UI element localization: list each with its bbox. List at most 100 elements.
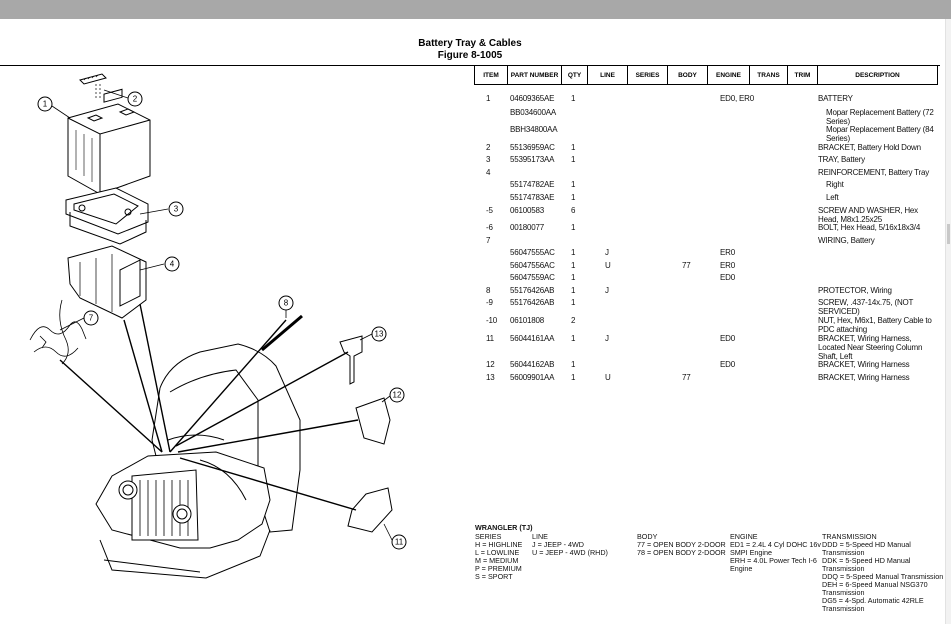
row-description: Mopar Replacement Battery (72 Series) xyxy=(826,108,934,126)
callout-1 xyxy=(37,96,53,112)
row-description: TRAY, Battery xyxy=(818,155,865,164)
figure-number: Figure 8-1005 xyxy=(437,50,503,61)
row-qty: 1 xyxy=(571,193,576,202)
row-part-number: 55136959AC xyxy=(510,143,555,152)
row-item: 3 xyxy=(486,155,491,164)
callout-11 xyxy=(391,534,407,550)
row-qty: 1 xyxy=(571,273,576,282)
row-item: 8 xyxy=(486,286,491,295)
row-description: SCREW AND WASHER, Hex Head, M8x1.25x25 xyxy=(818,206,918,224)
column-header: BODY xyxy=(668,66,708,85)
row-line: U xyxy=(605,261,611,270)
row-description: NUT, Hex, M6x1, Battery Cable to PDC att… xyxy=(818,316,932,334)
bracket-11-drawing xyxy=(347,487,393,533)
row-description: BOLT, Hex Head, 5/16x18x3/4 xyxy=(818,223,921,232)
row-engine: ER0 xyxy=(720,261,735,270)
callout-3 xyxy=(168,201,184,217)
row-qty: 6 xyxy=(571,206,576,215)
row-line: J xyxy=(605,286,609,295)
row-item: 7 xyxy=(486,236,491,245)
row-item: -10 xyxy=(486,316,497,325)
callout-label: 3 xyxy=(174,205,179,214)
row-description: BRACKET, Wiring Harness, Located Near St… xyxy=(818,334,923,361)
battery-wiring-drawing xyxy=(29,299,87,365)
callout-4 xyxy=(164,256,180,272)
row-description: Right xyxy=(826,180,844,189)
page-title: Battery Tray & Cables xyxy=(418,38,522,49)
battery-tray-drawing xyxy=(65,187,149,245)
row-item: -9 xyxy=(486,298,493,307)
row-body: 77 xyxy=(682,261,691,270)
callout-8 xyxy=(278,295,294,311)
column-header: TRANS xyxy=(750,66,788,85)
row-line: J xyxy=(605,248,609,257)
column-header: PART NUMBER xyxy=(508,66,562,85)
row-engine: ER0 xyxy=(720,248,735,257)
viewer-top-bar xyxy=(0,0,951,19)
row-part-number: 55174782AE xyxy=(510,180,555,189)
row-part-number: 06100583 xyxy=(510,206,544,215)
row-item: 1 xyxy=(486,94,491,103)
row-description: BRACKET, Wiring Harness xyxy=(818,373,910,382)
row-description: SCREW, .437-14x.75, (NOT SERVICED) xyxy=(818,298,914,316)
column-header: ENGINE xyxy=(708,66,750,85)
column-header: SERIES xyxy=(628,66,668,85)
row-part-number: 56044162AB xyxy=(510,360,555,369)
callout-label: 2 xyxy=(133,95,138,104)
column-header: QTY xyxy=(562,66,588,85)
row-qty: 1 xyxy=(571,94,576,103)
row-engine: ED0 xyxy=(720,334,735,343)
exploded-parts-diagram: 1 2 3 4 7 8 13 12 11 xyxy=(29,73,407,579)
row-item: 4 xyxy=(486,168,491,177)
row-qty: 1 xyxy=(571,261,576,270)
title-divider xyxy=(0,65,940,66)
vertical-scrollbar[interactable] xyxy=(945,19,951,624)
column-header: DESCRIPTION xyxy=(818,66,938,85)
row-qty: 1 xyxy=(571,248,576,257)
row-part-number: 56009901AA xyxy=(510,373,555,382)
column-header: TRIM xyxy=(788,66,818,85)
row-item: 2 xyxy=(486,143,491,152)
row-line: J xyxy=(605,334,609,343)
callout-label: 11 xyxy=(395,538,404,547)
leader-lines xyxy=(59,303,359,511)
hold-down-bracket-drawing xyxy=(79,73,107,98)
bracket-12-drawing xyxy=(355,397,391,445)
callout-12 xyxy=(389,387,405,403)
row-part-number: 55176426AB xyxy=(510,286,555,295)
row-qty: 1 xyxy=(571,180,576,189)
row-part-number: 00180077 xyxy=(510,223,544,232)
jeep-body-drawing xyxy=(95,343,301,579)
row-part-number: 06101808 xyxy=(510,316,544,325)
row-engine: ED0 xyxy=(720,360,735,369)
column-header: LINE xyxy=(588,66,628,85)
row-qty: 1 xyxy=(571,143,576,152)
row-part-number: BB034600AA xyxy=(510,108,557,117)
row-qty: 1 xyxy=(571,360,576,369)
row-description: WIRING, Battery xyxy=(818,236,875,245)
row-part-number: 55176426AB xyxy=(510,298,555,307)
row-part-number: 56047556AC xyxy=(510,261,555,270)
callout-label: 7 xyxy=(89,314,94,323)
callout-label: 8 xyxy=(284,299,289,308)
callout-label: 12 xyxy=(393,391,402,400)
row-description: BRACKET, Wiring Harness xyxy=(818,360,910,369)
callout-label: 1 xyxy=(43,100,48,109)
callout-label: 4 xyxy=(170,260,175,269)
row-description: BRACKET, Battery Hold Down xyxy=(818,143,921,152)
row-description: Left xyxy=(826,193,839,202)
scrollbar-thumb[interactable] xyxy=(947,224,950,244)
callout-balloons xyxy=(37,91,407,550)
row-description: Mopar Replacement Battery (84 Series) xyxy=(826,125,934,143)
row-qty: 2 xyxy=(571,316,576,325)
callout-13 xyxy=(371,326,387,342)
row-description: BATTERY xyxy=(818,94,853,103)
tray-reinforcement-drawing xyxy=(67,245,147,319)
row-description: REINFORCEMENT, Battery Tray xyxy=(818,168,930,177)
row-part-number: 56047559AC xyxy=(510,273,555,282)
callout-label: 13 xyxy=(375,330,384,339)
